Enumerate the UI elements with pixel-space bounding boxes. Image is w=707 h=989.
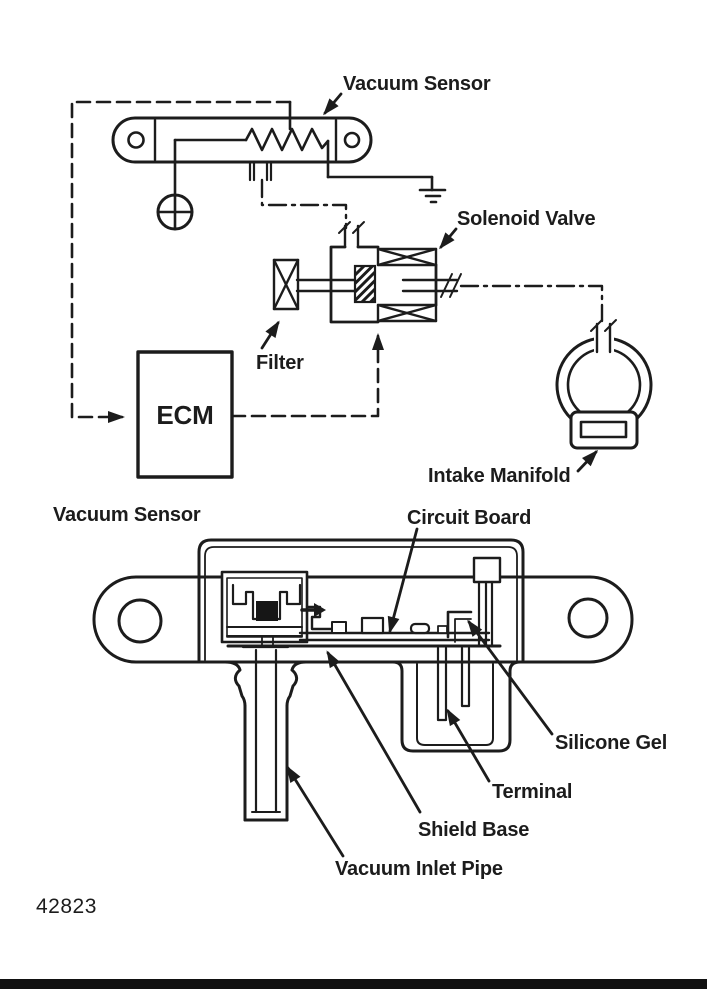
mount-hole-left (127, 131, 145, 149)
solenoid-valve-leader (439, 227, 458, 250)
connector-shroud-inner (416, 663, 494, 746)
vacuum-sensor-cross-section: Vacuum Sensor (53, 504, 667, 880)
system-schematic: ECM Vacuum Sensor Solenoid Valve Filter … (70, 73, 653, 487)
figure-code: 42823 (36, 895, 97, 918)
ecm-box: ECM (136, 350, 234, 479)
solenoid-coil-upper (376, 247, 438, 267)
vacuum-inlet-pipe (243, 648, 289, 822)
ground-symbol (326, 139, 447, 204)
pipe-joint-tick (338, 221, 351, 234)
body-bottom-contour (197, 660, 562, 753)
circuit-board-label: Circuit Board (407, 507, 531, 529)
sensor-cover-outer (197, 538, 525, 662)
connector-tower (472, 556, 502, 648)
pipe-joint-tick (590, 319, 603, 332)
sensing-element-block (220, 570, 326, 649)
pipe-joint-tick (604, 319, 617, 332)
shield-base-leader (326, 650, 422, 814)
mount-hole-right (567, 597, 609, 639)
sensor-vacuum-port (248, 160, 273, 182)
resistor-zigzag (244, 127, 330, 152)
terminal-leader (446, 708, 491, 783)
valve-outlet-port (401, 273, 462, 298)
board-component (360, 616, 385, 635)
pipe-joint-tick (352, 221, 365, 234)
vacuum-inlet-pipe-leader (286, 765, 345, 858)
intake-manifold-label: Intake Manifold (428, 465, 571, 487)
vacuum-sensor-leader (323, 92, 343, 116)
supply-symbol (156, 138, 194, 231)
cross-section-title: Vacuum Sensor (53, 504, 201, 526)
wire-sensor-to-ecm (70, 100, 292, 423)
solenoid-valve-symbol (272, 221, 462, 324)
scan-edge (0, 979, 707, 989)
sensing-chip (256, 601, 278, 621)
filter-label: Filter (256, 352, 304, 374)
terminal-label: Terminal (492, 781, 572, 803)
valve-body (329, 245, 380, 324)
hose-solenoid-to-manifold (459, 284, 604, 323)
solenoid-coil-lower (376, 303, 438, 323)
circuit-board-leader (387, 527, 419, 634)
valve-plunger (353, 264, 377, 304)
board-component (437, 625, 448, 634)
gel-dam-bracket (446, 610, 473, 639)
vacuum-inlet-pipe-label: Vacuum Inlet Pipe (335, 858, 503, 880)
sensor-cover-inner (204, 546, 518, 661)
solenoid-valve-label: Solenoid Valve (457, 208, 595, 230)
board-component (331, 621, 347, 634)
silicone-gel-label: Silicone Gel (555, 732, 667, 754)
shield-base-label: Shield Base (418, 819, 529, 841)
filter-symbol (272, 258, 300, 311)
terminal-pins (436, 646, 471, 722)
vacuum-sensor-symbol (111, 116, 373, 182)
silicone-gel-leader (467, 619, 554, 736)
mount-hole-left (117, 598, 163, 644)
intake-manifold-leader (576, 449, 599, 473)
ecm-label: ECM (156, 400, 213, 430)
hose-sensor-to-solenoid (260, 178, 348, 230)
vacuum-sensor-label-top: Vacuum Sensor (343, 73, 491, 95)
intake-manifold-symbol (555, 319, 653, 450)
mount-hole-right (343, 131, 361, 149)
board-component (409, 622, 431, 635)
filter-leader (260, 320, 280, 350)
wire-ecm-to-solenoid (230, 333, 384, 418)
board-bracket (305, 605, 335, 631)
